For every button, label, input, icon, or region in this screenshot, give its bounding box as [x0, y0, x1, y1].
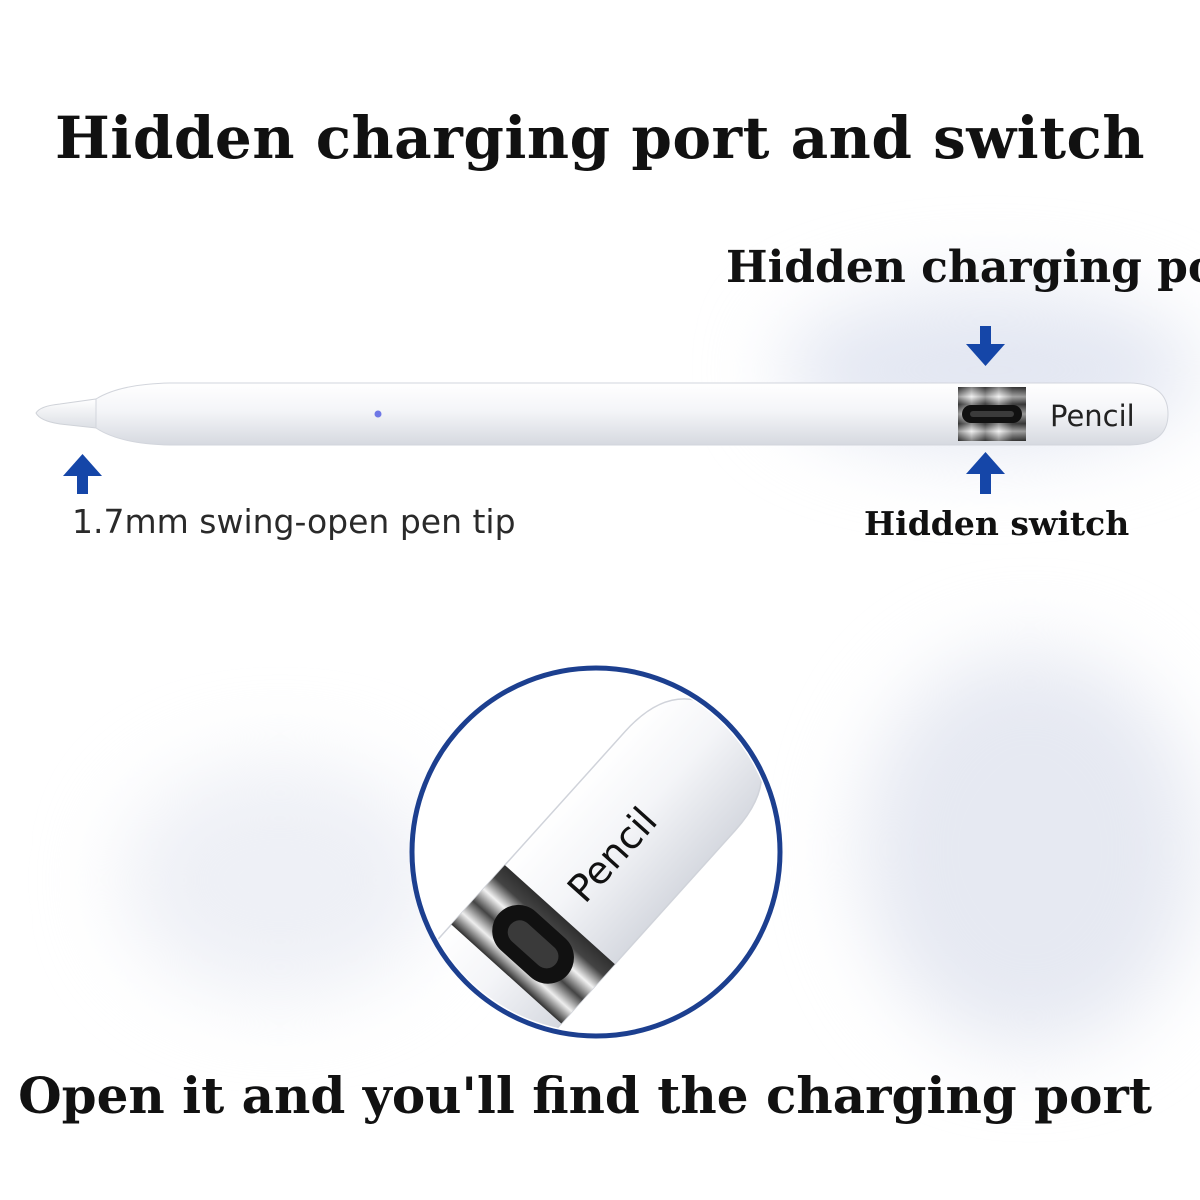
- pen-tip: [35, 398, 97, 429]
- arrow-up-icon: [63, 454, 102, 494]
- pencil-body: [95, 382, 1169, 446]
- page-title: Hidden charging port and switch: [54, 104, 1145, 172]
- switch-label: Hidden switch: [864, 504, 1130, 543]
- arrow-down-icon: [966, 326, 1005, 366]
- caption: Open it and you'll find the charging por…: [18, 1066, 1152, 1125]
- arrow-up-icon: [966, 452, 1005, 494]
- pencil-brand-text: Pencil: [1050, 399, 1135, 433]
- pen-tip-label: 1.7mm swing-open pen tip: [72, 502, 516, 541]
- charging-port-label: Hidden charging port: [726, 242, 1200, 293]
- indicator-light: [374, 410, 382, 418]
